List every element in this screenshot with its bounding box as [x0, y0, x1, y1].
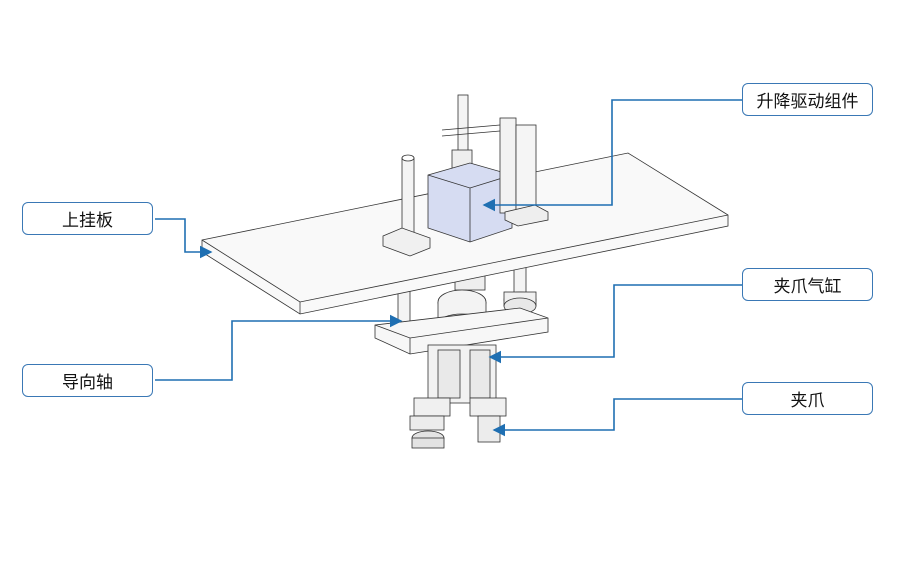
leader-gripper	[492, 398, 742, 437]
leader-upper-plate	[155, 218, 213, 259]
label-gripper-cylinder: 夹爪气缸	[742, 268, 873, 301]
leader-guide-shaft	[155, 314, 403, 381]
leader-gripper-cylinder	[488, 284, 742, 364]
leader-lift-drive	[482, 99, 742, 212]
label-upper-plate: 上挂板	[22, 202, 153, 235]
guide-shaft-top-left	[401, 157, 415, 237]
label-lift-drive: 升降驱动组件	[742, 83, 873, 116]
gripper-jaw-right	[469, 397, 507, 417]
gripper-jaw-left	[413, 397, 451, 417]
label-guide-shaft: 导向轴	[22, 364, 153, 397]
label-gripper: 夹爪	[742, 382, 873, 415]
lower-plate	[374, 307, 549, 355]
